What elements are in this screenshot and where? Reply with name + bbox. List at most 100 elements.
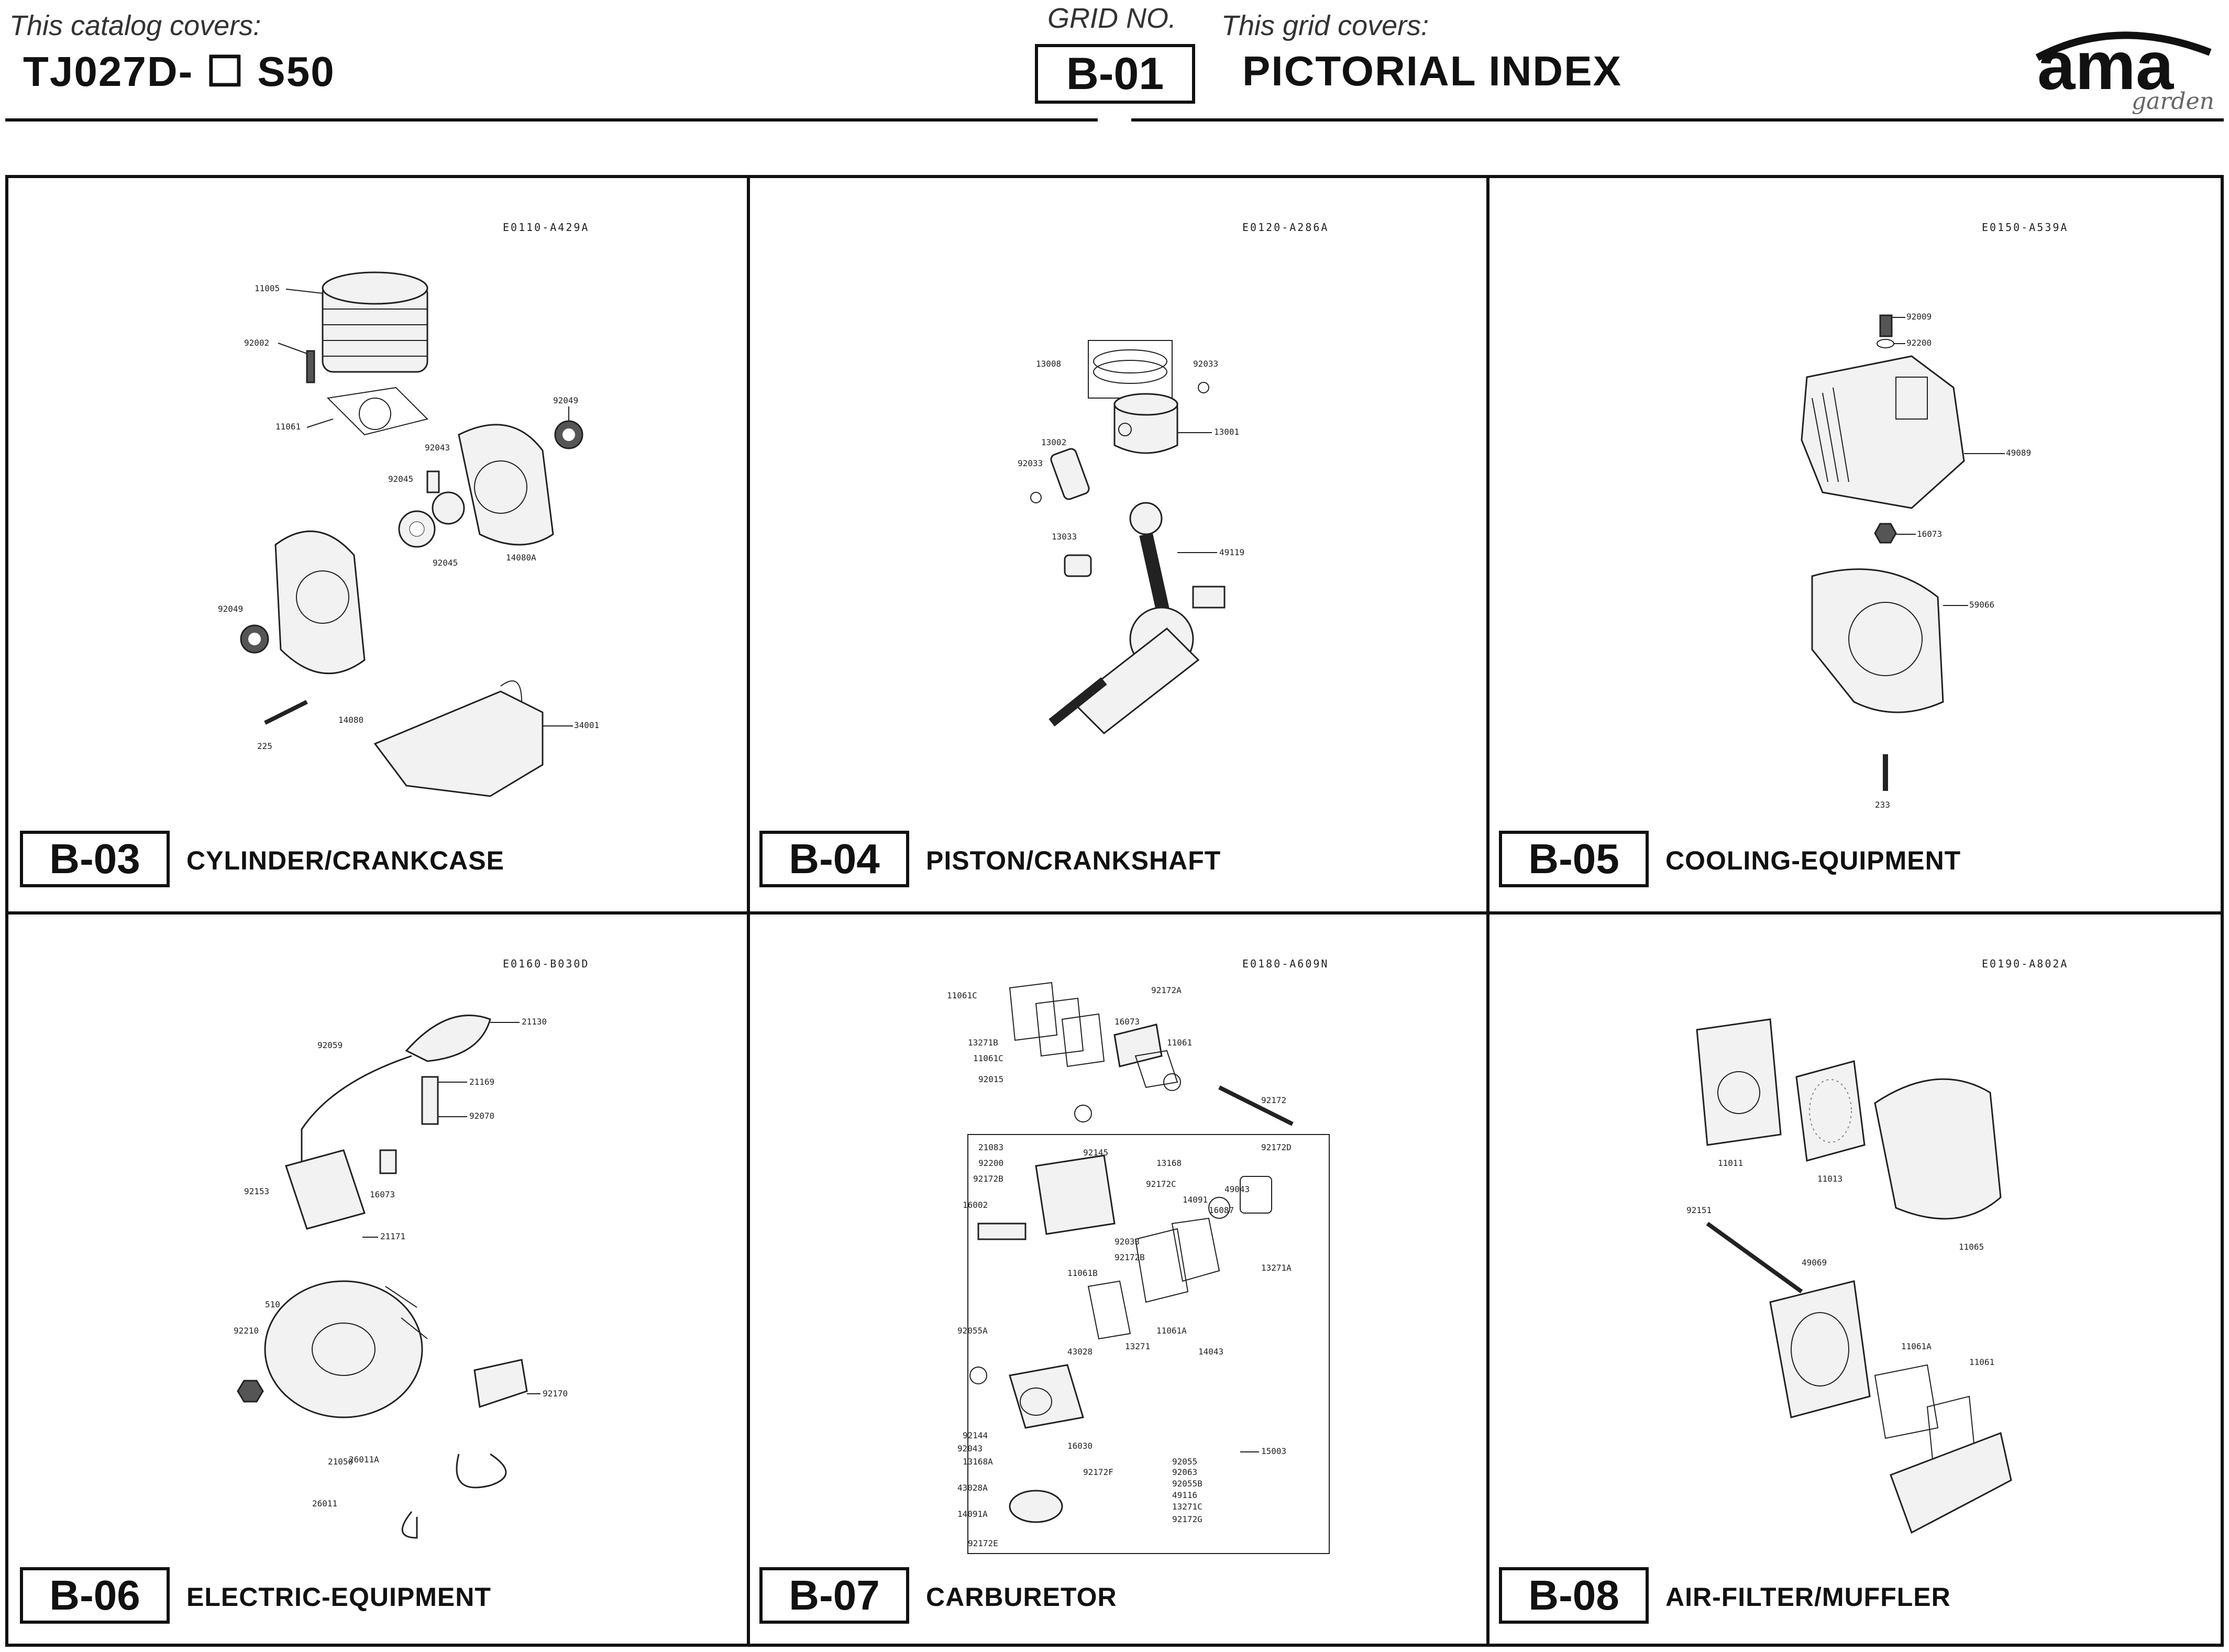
- catalog-model: TJ027D- ☐ S50: [23, 48, 335, 95]
- part-label: 11061: [1167, 1038, 1192, 1048]
- drawing-code: E0120-A286A: [1242, 221, 1329, 234]
- part-label: 14091: [1183, 1195, 1208, 1205]
- part-label: 92172B: [973, 1174, 1003, 1184]
- panel-b08[interactable]: E0190-A802A 11011 11013 11065 92151: [1487, 915, 2223, 1647]
- carburetor-diagram: 11061C 92172A 16073 13271B 11061 11061C …: [947, 977, 1330, 1559]
- pictorial-grid: [5, 175, 2224, 1647]
- part-label: 11061A: [1901, 1341, 1932, 1351]
- part-label: 16002: [963, 1200, 988, 1210]
- grid-badge[interactable]: B-04: [759, 831, 909, 887]
- part-label: 13271: [1125, 1341, 1150, 1351]
- part-label: 92043: [957, 1444, 983, 1453]
- piston-crankshaft-diagram: 13008 92033 13002 13001 92033 13033 4911…: [1018, 335, 1334, 880]
- part-label: 11011: [1718, 1158, 1743, 1168]
- part-label: 16073: [370, 1190, 395, 1199]
- part-label: 92059: [317, 1040, 343, 1050]
- panel-caption: ELECTRIC-EQUIPMENT: [186, 1582, 491, 1612]
- grid-divider-h: [8, 911, 2221, 915]
- part-label: 49069: [1802, 1258, 1827, 1268]
- drawing-code: E0160-B030D: [503, 957, 590, 970]
- panel-b04[interactable]: E0120-A286A 13008 9: [748, 178, 1483, 911]
- part-label: 13001: [1214, 427, 1239, 437]
- part-label: 49089: [2006, 448, 2031, 458]
- part-label: 14080A: [506, 553, 536, 563]
- part-label: 43028A: [957, 1483, 988, 1493]
- drawing-code: E0190-A802A: [1982, 957, 2069, 970]
- part-label: 225: [257, 741, 272, 751]
- part-label: 11061C: [947, 990, 977, 1000]
- grid-divider-v2: [1486, 178, 1489, 1644]
- grid-divider-v1: [747, 178, 750, 1644]
- part-label: 59066: [1969, 600, 1994, 610]
- cooling-equipment-diagram: 92009 92200 49089 16073 59066 233: [1781, 304, 2095, 833]
- part-label: 21130: [522, 1017, 547, 1027]
- panel-b07[interactable]: E0180-A609N: [748, 915, 1483, 1647]
- part-label: 92153: [244, 1186, 269, 1196]
- part-label: 13271A: [1261, 1263, 1292, 1273]
- grid-badge[interactable]: B-07: [759, 1567, 909, 1624]
- part-label: 11061A: [1156, 1326, 1187, 1336]
- part-label: 92045: [388, 474, 413, 484]
- grid-badge[interactable]: B-03: [20, 831, 170, 887]
- part-label: 11005: [255, 283, 280, 293]
- panel-caption: AIR-FILTER/MUFFLER: [1665, 1582, 1951, 1612]
- part-label: 510: [265, 1299, 280, 1309]
- part-label: 92172E: [968, 1538, 998, 1548]
- part-label: 14091A: [957, 1509, 988, 1519]
- part-label: 14080: [338, 715, 363, 725]
- panel-caption: PISTON/CRANKSHAFT: [926, 846, 1221, 875]
- brand-logo: ama garden: [2016, 21, 2221, 115]
- part-label: 11013: [1817, 1174, 1842, 1184]
- part-label: 13271B: [968, 1038, 998, 1048]
- part-label: 16030: [1067, 1441, 1093, 1451]
- logo-sub: garden: [2132, 88, 2214, 115]
- part-label: 92049: [553, 395, 578, 405]
- drawing-code: E0110-A429A: [503, 221, 590, 234]
- panel-b06[interactable]: E0160-B030D 21130 9: [8, 915, 744, 1647]
- part-label: 92070: [469, 1111, 494, 1121]
- drawing-code: E0180-A609N: [1242, 957, 1329, 970]
- part-label: 92055: [1172, 1457, 1197, 1467]
- panel-b03[interactable]: E0110-A429A: [8, 178, 744, 911]
- part-label: 92015: [978, 1074, 1003, 1084]
- cylinder-part: [322, 271, 428, 373]
- part-label: 92172C: [1146, 1179, 1176, 1189]
- part-label: 13033: [1052, 532, 1077, 542]
- electric-equipment-diagram: 21130 92059 21169 92070 92153 16073 2117…: [228, 993, 605, 1543]
- part-label: 13271C: [1172, 1502, 1202, 1512]
- grid-badge[interactable]: B-06: [20, 1567, 170, 1624]
- part-label: 92043: [425, 443, 450, 453]
- grid-no-label: GRID NO.: [1047, 3, 1177, 34]
- part-label: 92172B: [1114, 1252, 1145, 1262]
- part-label: 16087: [1209, 1205, 1234, 1215]
- part-label: 92172G: [1172, 1514, 1202, 1524]
- part-label: 26011A: [349, 1455, 379, 1464]
- part-label: 16073: [1917, 529, 1942, 539]
- cylinder-crankcase-diagram: 11005 92002 11061 92049 92043 92045 9204…: [207, 262, 637, 807]
- part-label: 92172: [1261, 1095, 1286, 1105]
- part-label: 43028: [1067, 1347, 1093, 1357]
- panel-caption: CYLINDER/CRANKCASE: [186, 846, 504, 875]
- part-label: 92055A: [957, 1326, 988, 1336]
- header-rule-left: [5, 118, 1098, 122]
- grid-title: PICTORIAL INDEX: [1242, 48, 1622, 94]
- part-label: 21050: [328, 1457, 353, 1467]
- part-label: 92170: [543, 1389, 568, 1398]
- part-label: 13168: [1156, 1158, 1182, 1168]
- panel-b05[interactable]: E0150-A539A 92009 92200 49089: [1487, 178, 2223, 911]
- part-label: 92009: [1906, 312, 1932, 322]
- logo-text: ama: [2037, 27, 2175, 104]
- grid-badge[interactable]: B-08: [1499, 1567, 1649, 1624]
- part-label: 11061B: [1067, 1268, 1098, 1278]
- part-label: 21169: [469, 1077, 494, 1087]
- part-label: 16073: [1114, 1017, 1140, 1027]
- part-label: 92033: [1114, 1237, 1140, 1247]
- catalog-covers-label: This catalog covers:: [9, 10, 261, 41]
- part-label: 49043: [1224, 1184, 1250, 1194]
- part-label: 14043: [1198, 1347, 1223, 1357]
- grid-number: B-01: [1066, 48, 1164, 99]
- part-label: 34001: [574, 720, 599, 730]
- part-label: 11065: [1959, 1242, 1984, 1252]
- grid-badge[interactable]: B-05: [1499, 831, 1649, 887]
- part-label: 15003: [1261, 1446, 1286, 1456]
